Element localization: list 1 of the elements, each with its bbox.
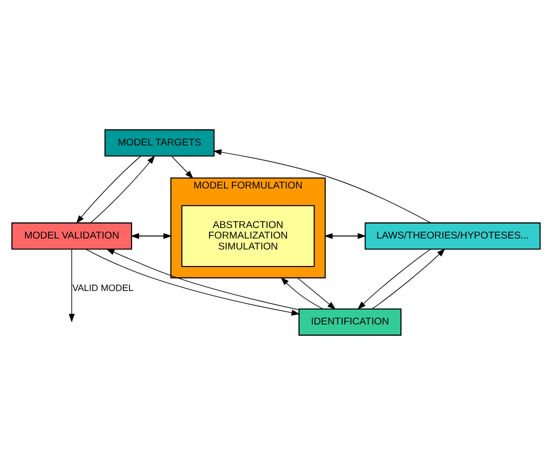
edge-label: VALID MODEL	[72, 282, 134, 292]
